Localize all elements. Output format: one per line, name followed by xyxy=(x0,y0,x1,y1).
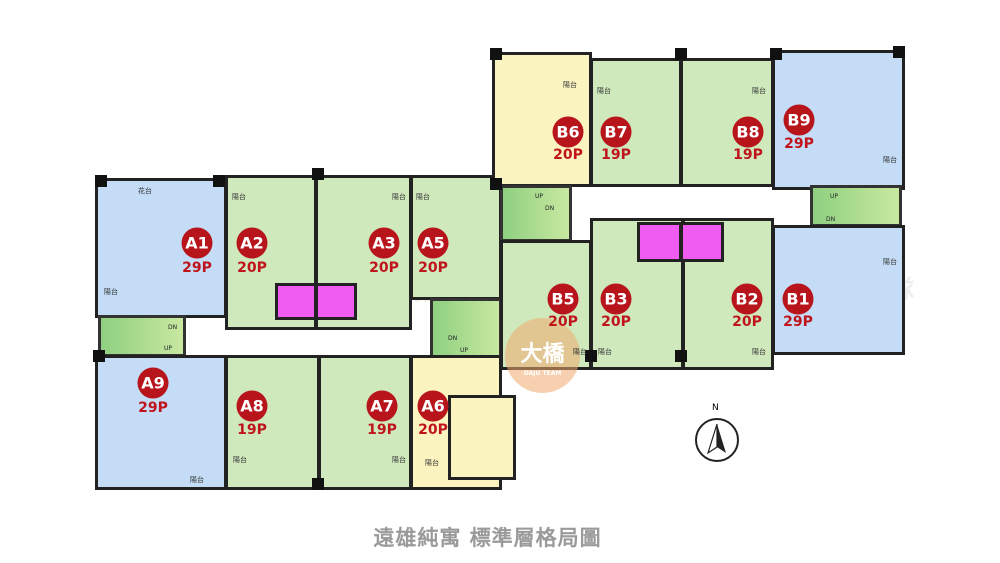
balcony-label: 陽台 xyxy=(104,288,118,296)
stair-down-label: DN xyxy=(448,335,458,342)
corridor-west xyxy=(186,330,430,355)
unit-size: 19P xyxy=(601,147,631,163)
stair-up-label: UP xyxy=(830,193,839,200)
unit-size: 19P xyxy=(733,147,763,163)
balcony-label: 陽台 xyxy=(752,87,766,95)
elevator xyxy=(680,222,724,262)
stair-east-right xyxy=(810,185,902,227)
unit-b8-area xyxy=(680,58,774,187)
corridor-east xyxy=(570,190,810,218)
compass-icon xyxy=(695,418,739,462)
column xyxy=(893,46,905,58)
unit-size: 20P xyxy=(369,260,399,276)
daju-team-logo: 大橋 DAJU TEAM xyxy=(505,318,580,393)
column xyxy=(675,48,687,60)
unit-size: 29P xyxy=(783,314,813,330)
unit-size: 20P xyxy=(418,422,448,438)
balcony-label: 陽台 xyxy=(416,193,430,201)
balcony-label: 陽台 xyxy=(190,476,204,484)
unit-size: 20P xyxy=(548,314,578,330)
balcony-label: 陽台 xyxy=(598,348,612,356)
unit-a6-wing xyxy=(448,395,516,480)
column xyxy=(490,178,502,190)
column xyxy=(95,175,107,187)
balcony-label: 陽台 xyxy=(752,348,766,356)
balcony-label: 陽台 xyxy=(392,456,406,464)
unit-a7-area xyxy=(318,355,412,490)
balcony-label: 陽台 xyxy=(563,81,577,89)
unit-badge: B1 xyxy=(782,283,814,315)
unit-badge: B7 xyxy=(600,116,632,148)
unit-size: 19P xyxy=(367,422,397,438)
elevator xyxy=(637,222,682,262)
column xyxy=(93,350,105,362)
column xyxy=(312,168,324,180)
stair-down-label: DN xyxy=(168,324,178,331)
unit-size: 20P xyxy=(732,314,762,330)
elevator xyxy=(275,283,317,320)
column xyxy=(213,175,225,187)
column xyxy=(770,48,782,60)
unit-badge: A6 xyxy=(417,390,449,422)
balcony-label: 陽台 xyxy=(597,87,611,95)
unit-size: 20P xyxy=(237,260,267,276)
unit-size: 19P xyxy=(237,422,267,438)
page-title: 遠雄純寓 標準層格局圖 xyxy=(373,526,602,550)
unit-size: 29P xyxy=(182,260,212,276)
balcony-label: 陽台 xyxy=(233,456,247,464)
column xyxy=(675,350,687,362)
unit-badge: B9 xyxy=(783,104,815,136)
stair-west xyxy=(98,315,186,357)
unit-size: 29P xyxy=(138,400,168,416)
logo-text: 大橋 xyxy=(520,342,565,367)
balcony-label: 陽台 xyxy=(232,193,246,201)
logo-subtext: DAJU TEAM xyxy=(523,370,562,377)
unit-badge: A8 xyxy=(236,390,268,422)
stair-down-label: DN xyxy=(545,205,555,212)
unit-badge: B6 xyxy=(552,116,584,148)
elevator xyxy=(315,283,357,320)
balcony-label: 陽台 xyxy=(425,459,439,467)
stair-up-label: UP xyxy=(535,193,544,200)
column xyxy=(490,48,502,60)
unit-size: 20P xyxy=(418,260,448,276)
unit-badge: A2 xyxy=(236,227,268,259)
unit-badge: A7 xyxy=(366,390,398,422)
unit-badge: A3 xyxy=(368,227,400,259)
unit-badge: A1 xyxy=(181,227,213,259)
balcony-label: 陽台 xyxy=(573,348,587,356)
balcony-label: 陽台 xyxy=(883,258,897,266)
planter-label: 花台 xyxy=(138,187,152,195)
unit-badge: A9 xyxy=(137,367,169,399)
unit-badge: B2 xyxy=(731,283,763,315)
unit-badge: B8 xyxy=(732,116,764,148)
unit-badge: B3 xyxy=(600,283,632,315)
unit-a8-area xyxy=(225,355,320,490)
unit-badge: B5 xyxy=(547,283,579,315)
unit-badge: A5 xyxy=(417,227,449,259)
stair-up-label: UP xyxy=(460,347,469,354)
unit-size: 20P xyxy=(601,314,631,330)
column xyxy=(312,478,324,490)
stair-down-label: DN xyxy=(826,216,836,223)
compass-north-label: N xyxy=(712,403,719,413)
stair-up-label: UP xyxy=(164,345,173,352)
unit-size: 20P xyxy=(553,147,583,163)
balcony-label: 陽台 xyxy=(883,156,897,164)
unit-size: 29P xyxy=(784,136,814,152)
balcony-label: 陽台 xyxy=(392,193,406,201)
column xyxy=(585,350,597,362)
